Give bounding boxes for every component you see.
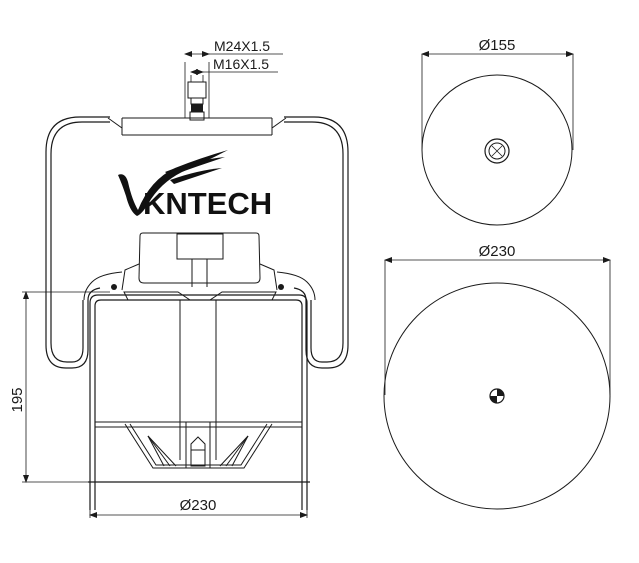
stud-ring-outer (484, 138, 510, 164)
thread-outer-label: M24X1.5 (214, 38, 270, 54)
thread-inner-label: M16X1.5 (213, 56, 269, 72)
top-circle (421, 74, 573, 226)
bottom-diameter-label: Ø230 (479, 243, 516, 260)
stud-ring-inner (488, 142, 506, 160)
top-plate (107, 117, 287, 136)
thread-dimensions: M24X1.5 M16X1.5 (184, 38, 283, 75)
center-mark-icon (489, 388, 505, 404)
bottom-view: Ø230 (383, 243, 611, 510)
height-label: 195 (9, 387, 26, 412)
height-dimension: 195 (9, 291, 110, 483)
bolt-left (111, 284, 117, 290)
swoosh-v-icon (118, 150, 228, 216)
piston-top (83, 232, 316, 301)
bolt-right (278, 284, 284, 290)
piston-body (88, 294, 310, 510)
top-view: Ø155 (421, 37, 574, 226)
side-view: M24X1.5 M16X1.5 KNTECH (9, 38, 349, 518)
base-diameter-label: Ø230 (180, 497, 217, 514)
stud-fitting (184, 62, 210, 121)
logo-text: KNTECH (143, 186, 272, 221)
bottom-circle (383, 282, 611, 510)
top-diameter-label: Ø155 (479, 37, 516, 54)
bellows-contour (45, 116, 349, 369)
brand-logo: KNTECH (118, 150, 272, 221)
base-diameter-dimension: Ø230 (89, 482, 308, 518)
